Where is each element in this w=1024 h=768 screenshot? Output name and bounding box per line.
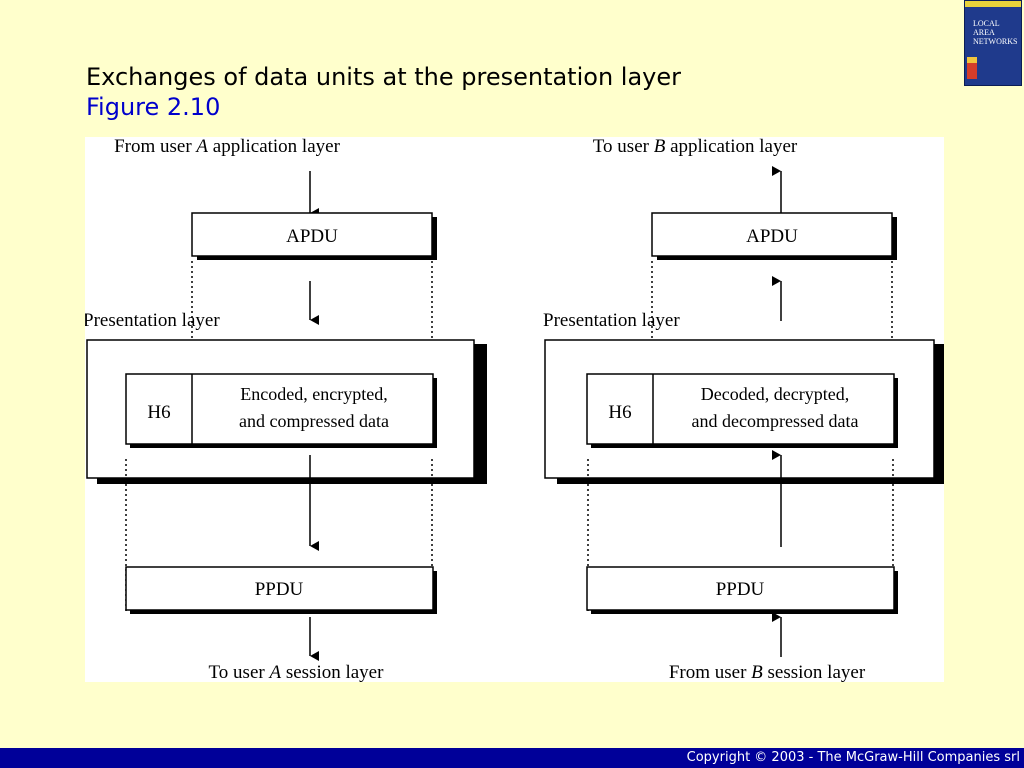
right-stack: To user B application layer APDU Present… — [543, 136, 944, 683]
book-cover-title-line: AREA — [973, 28, 995, 37]
title-block: Exchanges of data units at the presentat… — [86, 62, 681, 122]
left-layer-label: Presentation layer — [85, 310, 220, 331]
presentation-layer-diagram: From user A application layer APDU Prese… — [83, 136, 944, 683]
slide-title: Exchanges of data units at the presentat… — [86, 63, 681, 91]
book-cover-title-line: NETWORKS — [973, 37, 1018, 46]
left-bottom-label: To user A session layer — [209, 662, 385, 682]
publisher-logo-icon — [967, 57, 977, 63]
publisher-logo-mark — [967, 63, 977, 79]
left-ppdu-box — [125, 566, 434, 611]
right-ppdu-box — [586, 566, 895, 611]
left-stack: From user A application layer APDU Prese… — [83, 136, 487, 683]
right-bottom-label: From user B session layer — [669, 662, 866, 682]
left-apdu-box — [191, 212, 433, 257]
book-cover-title: LOCAL AREA NETWORKS — [973, 19, 1021, 46]
book-cover-strip — [965, 1, 1021, 7]
footer-bar: Copyright © 2003 - The McGraw-Hill Compa… — [0, 748, 1024, 768]
right-h6-label: H6 — [608, 402, 631, 423]
left-top-label: From user A application layer — [114, 137, 340, 157]
book-cover-title-line: LOCAL — [973, 19, 1000, 28]
left-apdu-label: APDU — [286, 226, 338, 247]
left-data-line: Encoded, encrypted, — [240, 384, 387, 404]
right-apdu-label: APDU — [746, 226, 798, 247]
left-ppdu-label: PPDU — [255, 579, 304, 600]
left-data-line: and compressed data — [239, 411, 389, 431]
right-pdu-box — [586, 373, 895, 445]
left-pdu-box — [125, 373, 434, 445]
copyright-text: Copyright © 2003 - The McGraw-Hill Compa… — [686, 750, 1020, 765]
right-top-label: To user B application layer — [593, 137, 798, 157]
right-data-line: and decompressed data — [692, 411, 859, 431]
book-cover-image: LOCAL AREA NETWORKS — [964, 0, 1022, 86]
right-layer-label: Presentation layer — [543, 310, 680, 331]
right-apdu-box — [651, 212, 893, 257]
figure-label: Figure 2.10 — [86, 93, 221, 121]
diagram-panel: From user A application layer APDU Prese… — [83, 136, 944, 683]
right-ppdu-label: PPDU — [716, 579, 765, 600]
right-data-line: Decoded, decrypted, — [701, 384, 849, 404]
left-h6-label: H6 — [147, 402, 170, 423]
